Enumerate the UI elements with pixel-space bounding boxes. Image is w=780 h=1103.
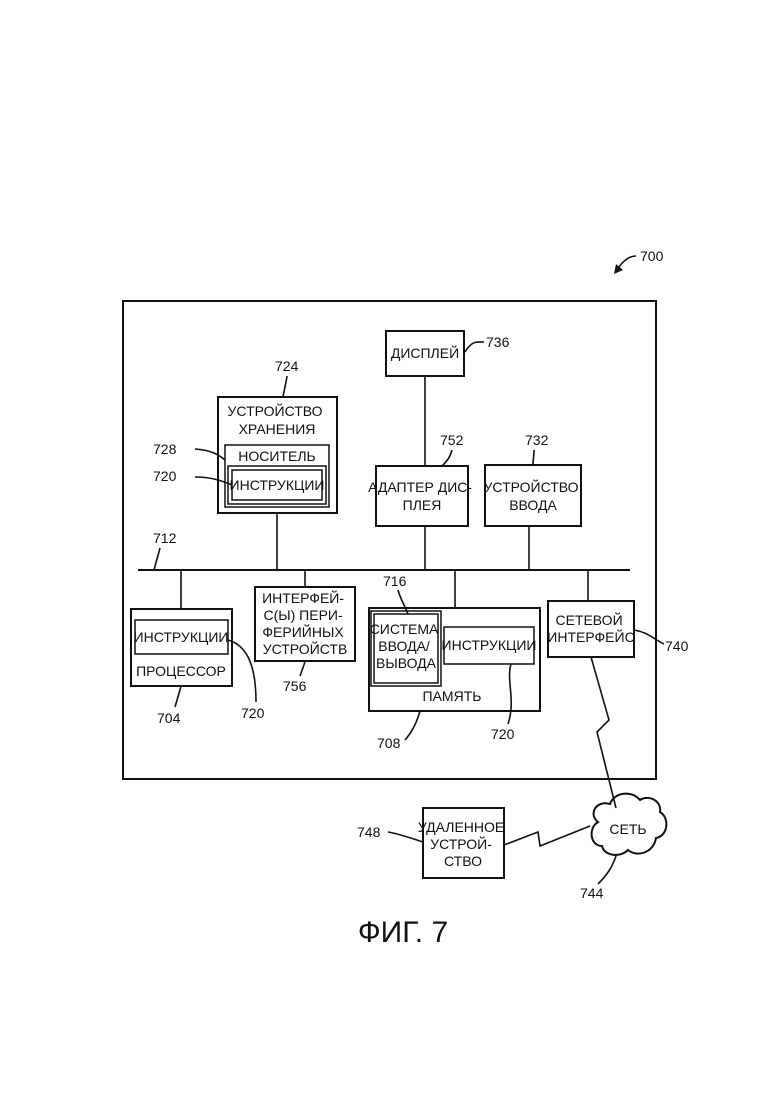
ref-740-leader xyxy=(634,630,664,644)
ref-720-storage-leader xyxy=(195,477,232,485)
remote-device-label: УДАЛЕННОЕ УСТРОЙ- СТВО xyxy=(418,819,508,869)
remote-device-label-line-1: УДАЛЕННОЕ xyxy=(418,819,504,835)
processor-label: ПРОЦЕССОР xyxy=(136,663,226,679)
display-adapter-label-line-1: АДАПТЕР ДИС- xyxy=(368,479,472,495)
ref-724-leader xyxy=(283,376,287,397)
ref-712: 712 xyxy=(153,530,177,546)
medium-label: НОСИТЕЛЬ xyxy=(238,448,315,464)
ref-748: 748 xyxy=(357,824,381,840)
ref-744: 744 xyxy=(580,885,604,901)
network-label: СЕТЬ xyxy=(609,821,646,837)
storage-device-label-line-1: УСТРОЙСТВО xyxy=(228,402,323,419)
processor-label-line-1: ПРОЦЕССОР xyxy=(136,663,226,679)
ref-744-leader xyxy=(598,856,616,884)
ref-728: 728 xyxy=(153,441,177,457)
remote-device-label-line-3: СТВО xyxy=(444,853,482,869)
storage-instructions-label-line-1: ИНСТРУКЦИИ xyxy=(230,477,325,493)
memory-instructions-label-line-1: ИНСТРУКЦИИ xyxy=(442,637,537,653)
ref-724: 724 xyxy=(275,358,299,374)
ref-736-leader xyxy=(465,342,484,352)
peripheral-interface-label-line-2: С(Ы) ПЕРИ- xyxy=(263,607,343,623)
ref-720-storage: 720 xyxy=(153,468,177,484)
memory-label-line-1: ПАМЯТЬ xyxy=(423,688,482,704)
network-to-remote-device-link xyxy=(504,826,590,846)
ref-732: 732 xyxy=(525,432,549,448)
network-interface-to-network-link xyxy=(591,657,616,808)
display-adapter-label-line-2: ПЛЕЯ xyxy=(403,497,442,513)
network-interface-label-line-2: ИНТЕРФЕЙС xyxy=(547,628,634,645)
ref-736: 736 xyxy=(486,334,510,350)
memory-instructions-label: ИНСТРУКЦИИ xyxy=(442,637,537,653)
network-label-line-1: СЕТЬ xyxy=(609,821,646,837)
io-system-label: СИСТЕМА ВВОДА/ ВЫВОДА xyxy=(370,621,443,671)
ref-704: 704 xyxy=(157,710,181,726)
io-system-label-line-2: ВВОДА/ xyxy=(378,638,430,654)
io-system-label-line-3: ВЫВОДА xyxy=(376,655,437,671)
medium-label-line-1: НОСИТЕЛЬ xyxy=(238,448,315,464)
ref-716: 716 xyxy=(383,573,407,589)
peripheral-interface-label: ИНТЕРФЕЙ- С(Ы) ПЕРИ- ФЕРИЙНЫХ УСТРОЙСТВ xyxy=(262,589,348,657)
storage-instructions-label: ИНСТРУКЦИИ xyxy=(230,477,325,493)
input-device-block xyxy=(485,465,581,526)
peripheral-interface-label-line-3: ФЕРИЙНЫХ xyxy=(262,623,344,640)
ref-708-leader xyxy=(405,711,420,740)
ref-756-leader xyxy=(300,661,305,676)
peripheral-interface-label-line-1: ИНТЕРФЕЙ- xyxy=(262,589,344,606)
ref-704-leader xyxy=(175,686,181,707)
display-label-line-1: ДИСПЛЕЙ xyxy=(391,344,459,361)
system-enclosure xyxy=(123,301,656,779)
ref-740: 740 xyxy=(665,638,689,654)
remote-device-label-line-2: УСТРОЙ- xyxy=(430,835,492,852)
ref-752-leader xyxy=(442,450,452,466)
display-adapter-label: АДАПТЕР ДИС- ПЛЕЯ xyxy=(368,479,476,513)
ref-700-arrowhead xyxy=(614,264,623,274)
ref-732-leader xyxy=(533,450,534,465)
storage-device-label: УСТРОЙСТВО ХРАНЕНИЯ xyxy=(228,402,327,437)
peripheral-interface-label-line-4: УСТРОЙСТВ xyxy=(263,640,348,657)
ref-720-processor: 720 xyxy=(241,705,265,721)
input-device-label: УСТРОЙСТВО ВВОДА xyxy=(484,478,583,513)
ref-720-memory: 720 xyxy=(491,726,515,742)
display-label: ДИСПЛЕЙ xyxy=(391,344,459,361)
ref-752: 752 xyxy=(440,432,464,448)
processor-instructions-label-line-1: ИНСТРУКЦИИ xyxy=(134,629,229,645)
io-system-label-line-1: СИСТЕМА xyxy=(370,621,439,637)
ref-756: 756 xyxy=(283,678,307,694)
processor-instructions-label: ИНСТРУКЦИИ xyxy=(134,629,229,645)
memory-label: ПАМЯТЬ xyxy=(423,688,482,704)
ref-712-leader xyxy=(154,548,160,570)
network-interface-label: СЕТЕВОЙ ИНТЕРФЕЙС xyxy=(547,611,634,645)
figure-caption: ФИГ. 7 xyxy=(358,916,448,949)
ref-728-leader xyxy=(195,449,225,460)
ref-700: 700 xyxy=(640,248,664,264)
display-adapter-block xyxy=(376,466,468,526)
ref-708: 708 xyxy=(377,735,401,751)
ref-720-memory-leader xyxy=(508,664,511,724)
network-interface-label-line-1: СЕТЕВОЙ xyxy=(555,611,622,628)
storage-device-label-line-2: ХРАНЕНИЯ xyxy=(239,421,316,437)
input-device-label-line-1: УСТРОЙСТВО xyxy=(484,478,579,495)
input-device-label-line-2: ВВОДА xyxy=(509,497,557,513)
